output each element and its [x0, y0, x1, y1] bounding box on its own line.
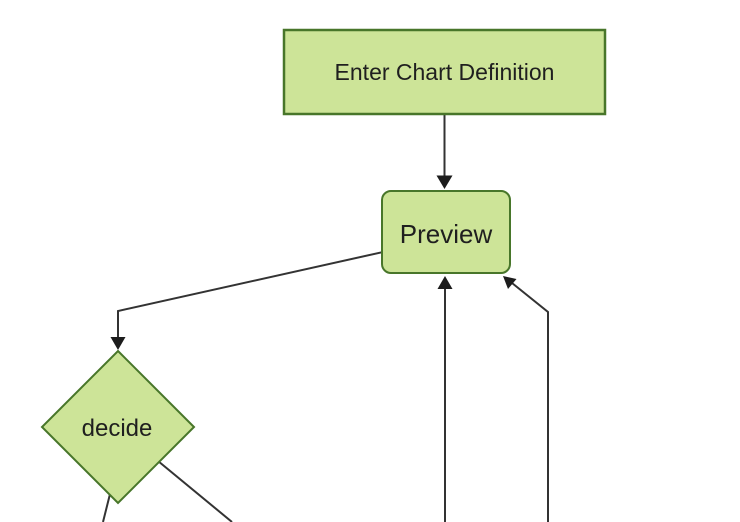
arrowhead-icon [503, 276, 517, 289]
node-decide: decide [40, 349, 196, 505]
preview-label: Preview [400, 219, 493, 249]
node-preview: Preview [381, 190, 511, 274]
decide-label: decide [82, 415, 153, 442]
edge-bottom-to-preview [437, 276, 453, 522]
enter-chart-definition-label: Enter Chart Definition [335, 59, 555, 85]
arrowhead-icon [436, 175, 453, 189]
edge-path [102, 493, 111, 522]
decide-diamond [40, 349, 196, 505]
edge-path [511, 282, 549, 522]
edge-path [157, 460, 233, 522]
arrowhead-icon [437, 276, 453, 289]
edge-decide-to-bottom [102, 493, 111, 522]
edge-decide-to-bottomright [157, 460, 233, 522]
preview-box [381, 190, 511, 274]
enter-chart-definition-box [282, 28, 607, 116]
edge-preview-to-decide [110, 251, 384, 350]
edge-bottomright-to-preview [503, 276, 549, 522]
edge-enterchartdefinition-to-preview [436, 113, 453, 189]
node-enter-chart-definition: Enter Chart Definition [282, 28, 607, 116]
edge-path [117, 251, 384, 338]
arrowhead-icon [110, 337, 126, 350]
